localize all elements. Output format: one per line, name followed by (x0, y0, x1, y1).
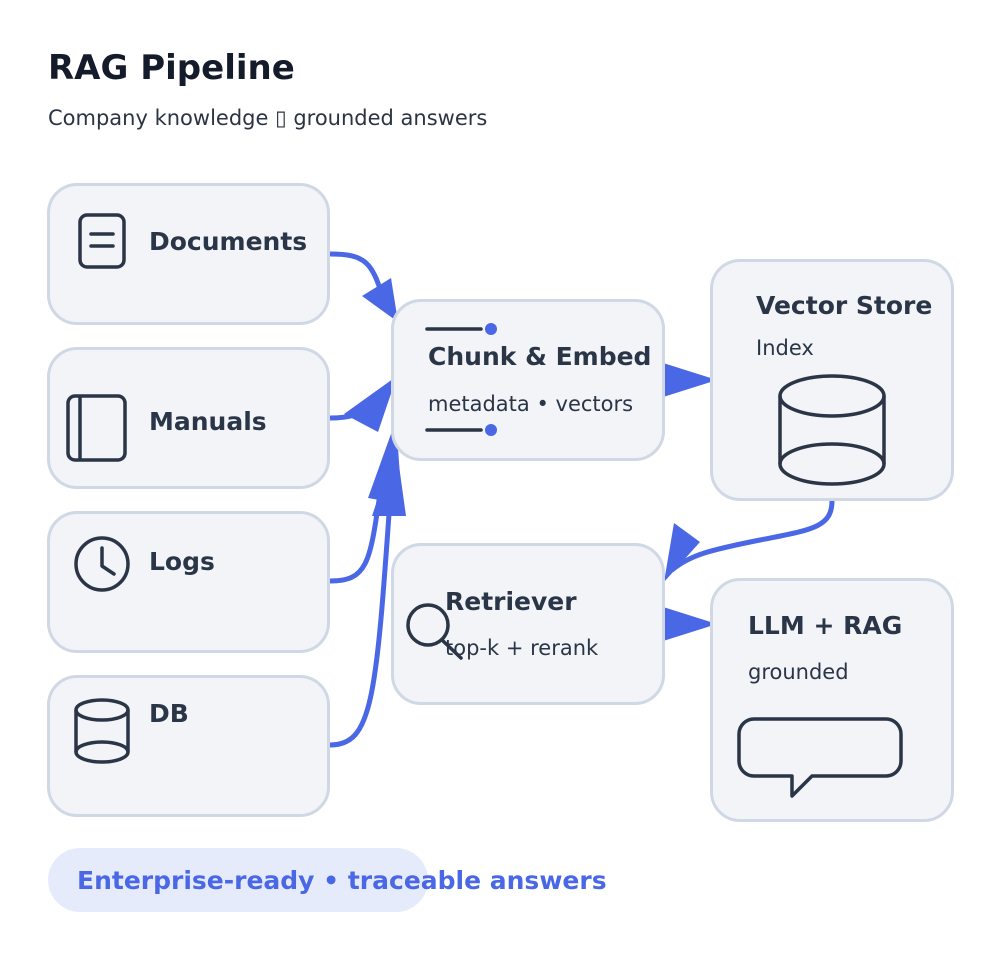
connector-documents-to-chunk (327, 251, 386, 301)
arrowhead-manuals (344, 376, 397, 432)
arrowhead-vector-to-retriever (664, 523, 700, 582)
llm-rag-card[interactable] (710, 578, 954, 822)
connector-db-to-chunk (327, 497, 393, 748)
arrowhead-db (372, 444, 406, 516)
source-documents-card[interactable] (47, 183, 330, 325)
llm-rag-title: LLM + RAG (748, 611, 903, 640)
document-icon (78, 213, 126, 269)
source-documents-label: Documents (149, 227, 308, 256)
retriever-subtitle: top-k + rerank (445, 636, 599, 660)
vector-store-title: Vector Store (756, 291, 933, 320)
llm-rag-subtitle: grounded (748, 660, 849, 684)
page-title: RAG Pipeline (48, 48, 295, 88)
page-subtitle: Company knowledge ▯ grounded answers (48, 106, 488, 130)
vector-store-card[interactable] (710, 259, 954, 501)
connector-manuals-to-chunk (327, 402, 375, 421)
database-icon (74, 698, 130, 764)
tagline-text: Enterprise-ready • traceable answers (77, 866, 607, 895)
chunk-embed-card[interactable] (391, 299, 665, 461)
chunk-embed-subtitle: metadata • vectors (428, 392, 634, 416)
arrowhead-chunk-to-vector (660, 362, 717, 398)
retriever-title: Retriever (445, 587, 577, 616)
connector-vector-to-retriever (669, 498, 835, 573)
chunk-embed-title: Chunk & Embed (428, 342, 652, 371)
search-icon (406, 603, 463, 660)
connector-logs-to-chunk (327, 477, 385, 584)
source-logs-label: Logs (149, 547, 215, 576)
tagline-pill (48, 848, 428, 912)
book-icon (66, 394, 127, 462)
chat-bubble-icon (737, 717, 903, 798)
vector-store-subtitle: Index (756, 336, 814, 360)
source-manuals-label: Manuals (149, 407, 267, 436)
source-logs-card[interactable] (47, 511, 330, 653)
source-manuals-card[interactable] (47, 347, 330, 489)
arrowhead-retriever-to-llm (660, 606, 717, 642)
retriever-card[interactable] (391, 543, 665, 705)
source-db-card[interactable] (47, 675, 330, 817)
clock-icon (74, 536, 130, 592)
connector-line-icon (425, 323, 497, 335)
arrowhead-documents (362, 278, 398, 322)
connector-line-icon (425, 424, 497, 436)
database-icon (778, 374, 886, 486)
source-db-label: DB (149, 699, 189, 728)
